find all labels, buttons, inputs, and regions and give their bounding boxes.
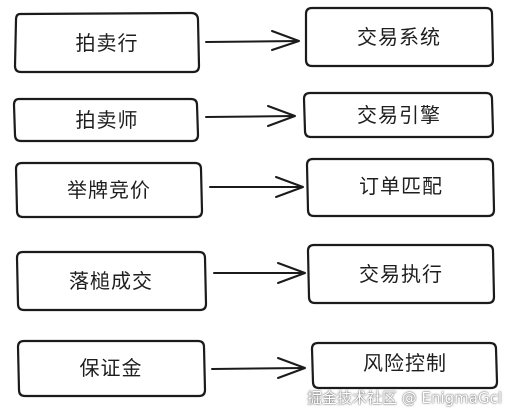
right-label-1: 交易系统 [357, 25, 441, 49]
left-box-3: 举牌竞价 [14, 161, 204, 219]
right-box-2: 交易引擎 [302, 91, 495, 139]
right-label-2: 交易引擎 [357, 103, 441, 127]
row-2: 拍卖师 交易引擎 [12, 91, 495, 143]
arrow-3 [209, 176, 304, 198]
left-box-5: 保证金 [16, 339, 207, 398]
row-1: 拍卖行 交易系统 [13, 6, 495, 74]
row-3: 举牌竞价 订单匹配 [14, 157, 496, 219]
row-5: 保证金 风险控制 [16, 339, 499, 398]
arrow-5 [211, 357, 306, 379]
right-label-5: 风险控制 [363, 351, 447, 375]
right-box-1: 交易系统 [304, 6, 495, 68]
watermark: 掘金技术社区 @ EnigmaGcl [306, 389, 502, 407]
row-4: 落槌成交 交易执行 [15, 243, 496, 312]
arrow-2 [205, 105, 296, 127]
arrow-4 [213, 262, 306, 284]
left-label-2: 拍卖师 [76, 108, 139, 132]
left-box-4: 落槌成交 [15, 250, 208, 312]
right-box-5: 风险控制 [310, 341, 499, 390]
left-label-3: 举牌竞价 [67, 178, 151, 202]
left-box-2: 拍卖师 [12, 97, 200, 143]
right-label-3: 订单匹配 [359, 174, 443, 198]
left-label-1: 拍卖行 [76, 31, 139, 55]
right-box-4: 交易执行 [306, 243, 496, 305]
left-box-1: 拍卖行 [13, 11, 201, 74]
right-box-3: 订单匹配 [305, 157, 496, 218]
left-label-4: 落槌成交 [69, 269, 153, 293]
arrow-1 [205, 30, 300, 51]
right-label-4: 交易执行 [359, 262, 443, 286]
left-label-5: 保证金 [80, 356, 143, 380]
